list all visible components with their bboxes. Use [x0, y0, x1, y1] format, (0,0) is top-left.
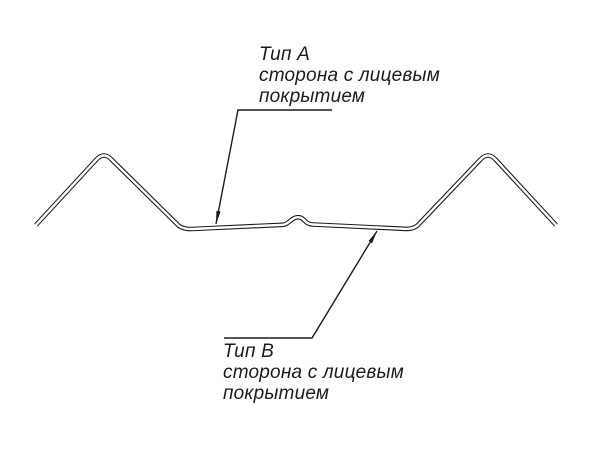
type-a-leader-line — [215, 109, 332, 225]
profile-sheet-core — [35, 154, 557, 231]
callout-type-a-line3: покрытием — [259, 86, 366, 107]
callout-type-b-line3: покрытием — [223, 383, 330, 404]
callout-type-b-line2: сторона с лицевым — [223, 362, 404, 383]
type-b-leader-line — [224, 230, 378, 339]
callout-type-a-title: Тип А — [259, 44, 310, 65]
type-a-leader-arrowhead — [216, 210, 221, 224]
type-b-leader-arrowhead — [368, 231, 377, 244]
callout-type-a-line2: сторона с лицевым — [259, 65, 440, 86]
callout-type-b: Тип В сторона с лицевым покрытием — [223, 341, 404, 404]
callout-type-b-title: Тип В — [223, 341, 274, 362]
callout-type-a: Тип А сторона с лицевым покрытием — [259, 44, 440, 107]
